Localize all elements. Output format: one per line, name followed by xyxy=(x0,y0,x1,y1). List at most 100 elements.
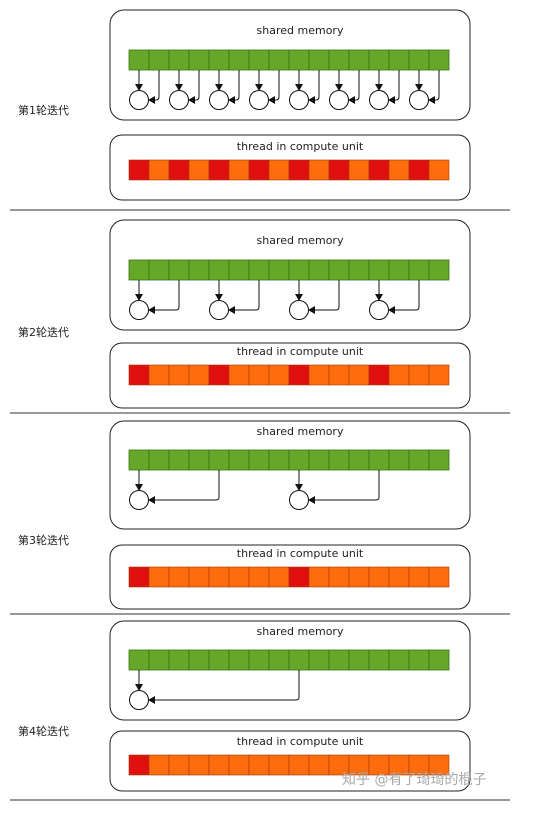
shared-memory-label: shared memory xyxy=(257,24,344,37)
shared-memory-label: shared memory xyxy=(257,625,344,638)
idle-thread-cell xyxy=(228,754,250,776)
memory-cell xyxy=(388,49,410,71)
idle-thread-cell xyxy=(228,566,250,588)
memory-cell xyxy=(288,449,310,471)
shared-memory-label: shared memory xyxy=(257,425,344,438)
memory-cell xyxy=(348,259,370,281)
idle-thread-cell xyxy=(148,159,170,181)
memory-cell xyxy=(168,259,190,281)
memory-cell xyxy=(308,649,330,671)
iteration-label: 第4轮迭代 xyxy=(18,724,69,738)
idle-thread-cell xyxy=(248,754,270,776)
memory-cell xyxy=(348,49,370,71)
watermark: 知乎 @有了琦琦的棍子 xyxy=(342,771,486,788)
memory-cell xyxy=(288,259,310,281)
reduce-arrow xyxy=(348,70,360,104)
memory-cell xyxy=(308,449,330,471)
active-thread-cell xyxy=(408,159,430,181)
idle-thread-cell xyxy=(188,566,210,588)
idle-thread-cell xyxy=(388,159,410,181)
memory-cell xyxy=(228,259,250,281)
memory-cell xyxy=(188,449,210,471)
thread-circle xyxy=(289,490,309,510)
active-thread-cell xyxy=(208,364,230,386)
memory-cell xyxy=(388,449,410,471)
thread-circle xyxy=(409,90,429,110)
memory-cell xyxy=(208,259,230,281)
active-thread-cell xyxy=(248,159,270,181)
memory-cell xyxy=(168,449,190,471)
idle-thread-cell xyxy=(188,364,210,386)
idle-thread-cell xyxy=(228,364,250,386)
memory-cell xyxy=(248,449,270,471)
active-thread-cell xyxy=(128,364,150,386)
memory-cell xyxy=(288,649,310,671)
iteration-label: 第2轮迭代 xyxy=(18,325,69,339)
idle-thread-cell xyxy=(308,754,330,776)
memory-cell xyxy=(408,259,430,281)
thread-circle xyxy=(129,690,149,710)
memory-cell xyxy=(428,449,450,471)
compute-unit-label: thread in compute unit xyxy=(237,140,364,153)
idle-thread-cell xyxy=(168,566,190,588)
memory-cell xyxy=(128,649,150,671)
idle-thread-cell xyxy=(188,754,210,776)
active-thread-cell xyxy=(368,159,390,181)
memory-cell xyxy=(428,49,450,71)
memory-cell xyxy=(188,49,210,71)
memory-cell xyxy=(188,259,210,281)
memory-cell xyxy=(148,649,170,671)
memory-cell xyxy=(148,49,170,71)
thread-circle xyxy=(129,490,149,510)
iteration-label: 第1轮迭代 xyxy=(18,103,69,117)
memory-cell xyxy=(288,49,310,71)
thread-circle xyxy=(289,300,309,320)
active-thread-cell xyxy=(288,566,310,588)
active-thread-cell xyxy=(368,364,390,386)
memory-cell xyxy=(248,259,270,281)
active-thread-cell xyxy=(128,159,150,181)
memory-cell xyxy=(348,449,370,471)
thread-circle xyxy=(129,90,149,110)
idle-thread-cell xyxy=(348,159,370,181)
memory-cell xyxy=(228,449,250,471)
active-thread-cell xyxy=(288,159,310,181)
idle-thread-cell xyxy=(148,754,170,776)
thread-circle xyxy=(369,90,389,110)
thread-circle xyxy=(209,300,229,320)
thread-circle xyxy=(209,90,229,110)
idle-thread-cell xyxy=(308,566,330,588)
active-thread-cell xyxy=(328,159,350,181)
idle-thread-cell xyxy=(388,364,410,386)
memory-cell xyxy=(268,259,290,281)
memory-cell xyxy=(348,649,370,671)
iteration-label: 第3轮迭代 xyxy=(18,533,69,547)
thread-circle xyxy=(289,90,309,110)
memory-cell xyxy=(228,49,250,71)
idle-thread-cell xyxy=(408,364,430,386)
memory-cell xyxy=(128,49,150,71)
memory-cell xyxy=(308,49,330,71)
idle-thread-cell xyxy=(428,159,450,181)
active-thread-cell xyxy=(128,754,150,776)
idle-thread-cell xyxy=(188,159,210,181)
memory-cell xyxy=(268,649,290,671)
idle-thread-cell xyxy=(268,159,290,181)
active-thread-cell xyxy=(128,566,150,588)
compute-unit-label: thread in compute unit xyxy=(237,345,364,358)
idle-thread-cell xyxy=(208,754,230,776)
reduce-arrow xyxy=(308,280,340,314)
memory-cell xyxy=(368,49,390,71)
idle-thread-cell xyxy=(268,364,290,386)
memory-cell xyxy=(168,649,190,671)
reduce-arrow xyxy=(388,70,400,104)
iteration-panel: 第1轮迭代 shared memory thread in compute unit xyxy=(10,9,510,211)
reduce-arrow xyxy=(148,470,220,504)
memory-cell xyxy=(328,49,350,71)
memory-cell xyxy=(328,259,350,281)
idle-thread-cell xyxy=(328,566,350,588)
memory-cell xyxy=(428,649,450,671)
shared-memory-box xyxy=(109,620,471,721)
idle-thread-cell xyxy=(348,566,370,588)
